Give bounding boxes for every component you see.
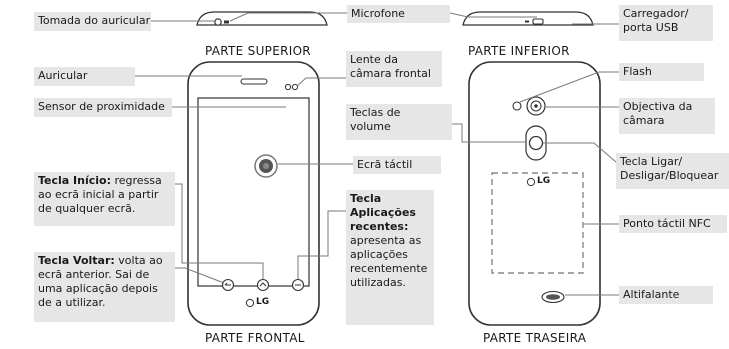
front-screen xyxy=(197,97,310,287)
bottom-microphone-icon xyxy=(525,20,529,23)
flash-icon xyxy=(512,101,522,111)
label-headset-jack: Tomada do auricular xyxy=(34,12,151,31)
label-speaker: Altifalante xyxy=(619,286,713,304)
label-microphone: Microfone xyxy=(347,5,450,23)
label-proximity-sensor: Sensor de proximidade xyxy=(34,98,172,117)
earpiece-icon xyxy=(240,78,268,85)
back-lg-logo-icon xyxy=(526,177,536,187)
label-touch-screen: Ecrã táctil xyxy=(353,156,441,174)
label-nfc: Ponto táctil NFC xyxy=(619,215,727,233)
bottom-edge-view xyxy=(462,11,594,26)
label-back-key: Tecla Voltar: volta ao ecrã anterior. Sa… xyxy=(34,252,175,322)
callout-lines xyxy=(135,12,619,296)
label-camera-lens: Objectiva da câmara xyxy=(619,98,715,134)
front-camera-icon xyxy=(291,83,299,91)
label-charger-port: Carregador/ porta USB xyxy=(619,5,713,41)
label-volume-keys: Teclas de volume xyxy=(346,104,452,140)
home-key-icon xyxy=(256,278,270,292)
proximity-sensor-icon xyxy=(284,83,292,91)
front-lg-logo: LG xyxy=(256,297,270,307)
back-lg-logo: LG xyxy=(537,176,551,186)
top-edge-view xyxy=(196,11,328,26)
usb-port-icon xyxy=(532,18,544,25)
front-lg-logo-icon xyxy=(245,298,255,308)
back-phone xyxy=(468,61,601,326)
top-microphone-icon xyxy=(224,20,229,24)
nfc-area xyxy=(491,172,584,274)
view-title-bottom: PARTE INFERIOR xyxy=(468,44,570,58)
label-home-key: Tecla Início: regressa ao ecrã inicial a… xyxy=(34,172,175,226)
front-phone xyxy=(187,61,320,326)
label-front-camera: Lente da câmara frontal xyxy=(346,51,442,87)
headset-jack-icon xyxy=(214,18,222,26)
label-recent-apps-key: Tecla Aplicações recentes: apresenta as … xyxy=(346,190,434,325)
view-title-top: PARTE SUPERIOR xyxy=(205,44,311,58)
label-power-key: Tecla Ligar/ Desligar/Bloquear xyxy=(616,153,729,189)
label-earpiece: Auricular xyxy=(34,67,135,86)
view-title-back: PARTE TRASEIRA xyxy=(483,331,587,345)
view-title-front: PARTE FRONTAL xyxy=(205,331,305,345)
power-key-icon xyxy=(528,135,544,151)
label-flash: Flash xyxy=(619,63,704,81)
